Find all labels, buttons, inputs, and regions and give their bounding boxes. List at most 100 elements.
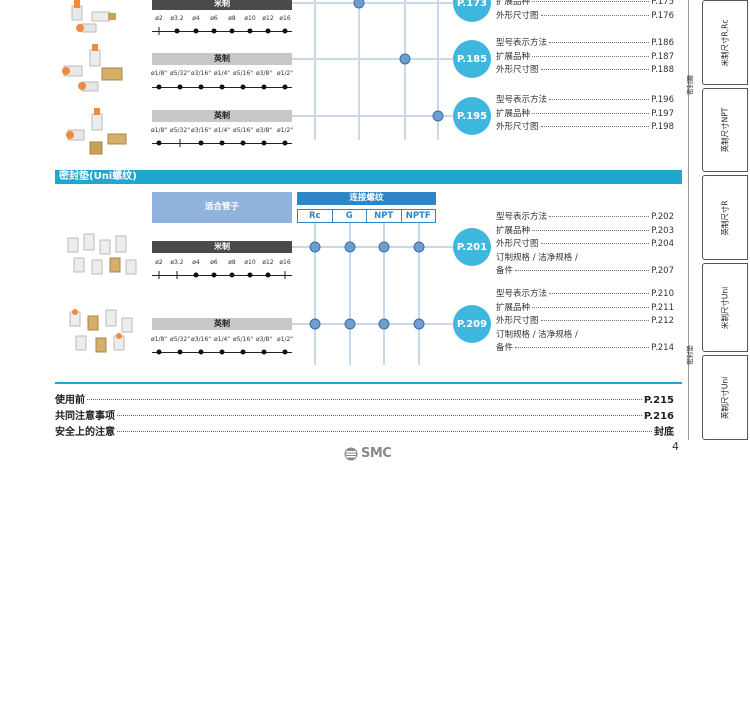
tick-dot (265, 28, 271, 34)
grid-vline (349, 223, 351, 365)
grid-vline (314, 0, 316, 140)
product-photo (60, 308, 140, 358)
connector-node (399, 53, 411, 65)
tick-dot (198, 84, 204, 90)
tube-size-ticks: ø2 ø3.2 ø4 ø6 ø8 ø10 ø12 ø16 (152, 15, 292, 23)
connector-node (432, 110, 444, 122)
tick-dot (177, 84, 183, 90)
grid-vline (358, 0, 360, 140)
side-tab[interactable]: 英制尺寸R (702, 175, 748, 260)
page-circle[interactable]: P.209 (453, 305, 491, 343)
grid-vline (314, 223, 316, 365)
side-tab[interactable]: 英制尺寸Uni (702, 355, 748, 440)
tick-dot (198, 140, 204, 146)
page-circle[interactable]: P.173 (453, 0, 491, 22)
tick-dot (282, 349, 288, 355)
tick-dot (211, 272, 217, 278)
tick-empty (179, 139, 181, 147)
grid-vline (437, 0, 439, 140)
tick-dot (282, 140, 288, 146)
grid-hline (292, 115, 472, 117)
ref-row[interactable]: 订制规格 / 洁净规格 / (496, 252, 578, 263)
tick-label: ø1/2" (276, 336, 294, 343)
tick-dot (282, 84, 288, 90)
thread-type-cell: NPT (367, 209, 402, 223)
tick-dot (219, 84, 225, 90)
side-tab[interactable]: 英制尺寸NPT (702, 88, 748, 172)
tick-label: ø1/8" (150, 127, 168, 134)
product-photo (62, 0, 134, 40)
footer-divider (55, 382, 682, 384)
tick-dot (261, 84, 267, 90)
tick-label: ø3/16" (191, 70, 211, 77)
grid-hline (292, 58, 472, 60)
side-tab[interactable]: 米制尺寸R,Rc (702, 0, 748, 85)
tick-label: ø3/8" (255, 336, 273, 343)
grid-vline (383, 223, 385, 365)
tube-size-bar-inch: 英制 (152, 110, 292, 122)
tick-dot (219, 349, 225, 355)
tube-size-ticks: ø1/8" ø5/32" ø3/16" ø1/4" ø5/16" ø3/8" ø… (151, 70, 293, 78)
smc-logo-text: SMC (361, 446, 392, 461)
tick-label: ø5/32" (170, 336, 190, 343)
ref-row[interactable]: 订制规格 / 洁净规格 / (496, 329, 578, 340)
tube-size-bar-metric: 米制 (152, 241, 292, 253)
tick-dot (229, 28, 235, 34)
tick-dot (282, 28, 288, 34)
tick-label: ø5/16" (233, 70, 253, 77)
tick-dot (211, 28, 217, 34)
product-photo (64, 108, 136, 158)
tube-size-ticks: ø1/8" ø5/32" ø3/16" ø1/4" ø5/16" ø3/8" ø… (150, 127, 293, 135)
tick-label: ø8 (228, 259, 236, 266)
tick-empty (158, 27, 160, 35)
tick-label: ø16 (279, 15, 291, 22)
tick-label: ø1/4" (213, 127, 231, 134)
tick-label: ø8 (228, 15, 236, 22)
tick-dot (219, 140, 225, 146)
tick-label: ø2 (155, 15, 163, 22)
tick-label: ø5/32" (170, 127, 190, 134)
tick-label: ø3/8" (255, 127, 273, 134)
tick-label: ø6 (210, 259, 218, 266)
page-circle[interactable]: P.201 (453, 228, 491, 266)
tick-dot (240, 84, 246, 90)
tick-dot (156, 84, 162, 90)
page-circle[interactable]: P.195 (453, 97, 491, 135)
thread-type-row: Rc G NPT NPTF (297, 209, 436, 223)
page-circle[interactable]: P.185 (453, 40, 491, 78)
tick-label: ø3/16" (191, 336, 211, 343)
footer-link[interactable]: 安全上的注意封底 (55, 427, 674, 438)
tick-dot (240, 140, 246, 146)
product-photo (60, 44, 140, 99)
side-tab[interactable]: 米制尺寸Uni (702, 263, 748, 352)
tube-size-bar-inch: 英制 (152, 318, 292, 330)
grid-vline (418, 223, 420, 365)
tick-dot (198, 349, 204, 355)
connector-node (309, 318, 321, 330)
tick-label: ø6 (210, 15, 218, 22)
tick-dot (156, 140, 162, 146)
side-group-label: 密封垫 (685, 345, 694, 365)
tick-dot (240, 349, 246, 355)
